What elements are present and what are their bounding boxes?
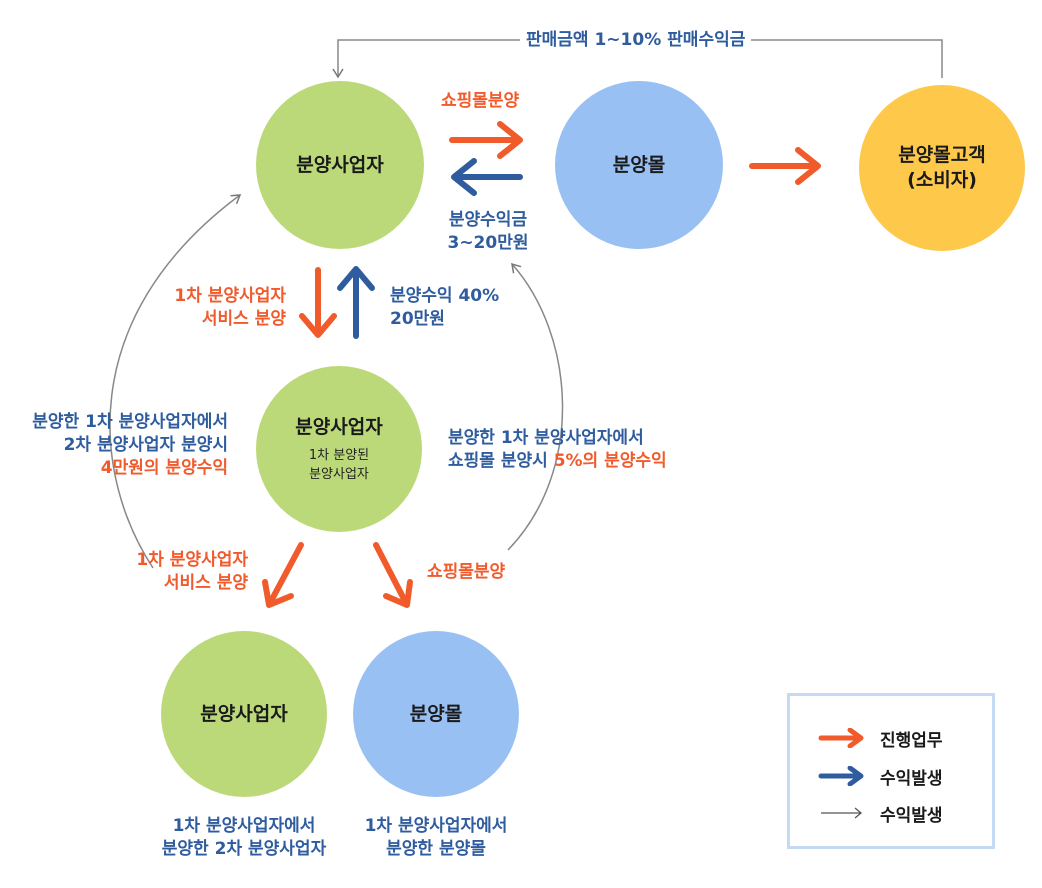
label-line: 1차 분양사업자 <box>136 550 248 570</box>
orange-arrow-business-to-mall <box>449 121 523 159</box>
mall-sale-label: 쇼핑몰분양 <box>441 91 520 111</box>
node-title: 분양사업자 <box>200 702 288 725</box>
node-bottom-mall: 분양몰 <box>353 631 519 797</box>
left-revenue-arc <box>109 194 242 569</box>
right-revenue-label: 분양한 1차 분양사업자에서 쇼핑몰 분양시 5%의 분양수익 <box>448 427 667 473</box>
node-bottom-business: 분양사업자 <box>161 631 327 797</box>
label-line: 분양수익 40% <box>390 286 500 306</box>
node-title: 분양사업자 <box>295 415 383 438</box>
orange-arrow-mall-to-customer <box>749 147 821 185</box>
legend-label: 수익발생 <box>880 768 943 789</box>
legend-label: 진행업무 <box>880 730 943 751</box>
bottom-mall-caption: 1차 분양사업자에서 분양한 분양몰 <box>336 815 536 861</box>
node-customer: 분양몰고객 (소비자) <box>859 85 1025 251</box>
label-line: 분양한 1차 분양사업자에서 <box>32 412 228 432</box>
mall-revenue-label: 분양수익금 3~20만원 <box>441 209 535 255</box>
label-line: 3~20만원 <box>447 233 529 253</box>
lower-mall-sale-label: 쇼핑몰분양 <box>427 562 506 582</box>
legend-item: 수익발생 <box>818 764 943 789</box>
label-line: 쇼핑몰 분양시 5%의 분양수익 <box>448 450 667 473</box>
legend-item: 수익발생 <box>818 801 943 826</box>
orange-arrow-to-bottom-business <box>262 542 304 608</box>
node-top-mall: 분양몰 <box>555 81 723 249</box>
label-line: 분양수익금 <box>448 210 528 230</box>
label-part: 쇼핑몰 분양시 <box>448 451 554 471</box>
blue-arrow-mall-to-business <box>451 158 523 196</box>
orange-arrow-down-service <box>299 267 337 338</box>
node-title: 분양몰 <box>409 702 463 725</box>
legend-label: 수익발생 <box>880 805 943 826</box>
orange-arrow-icon <box>818 728 864 748</box>
legend-item: 진행업무 <box>818 726 943 751</box>
legend-box: 진행업무 수익발생 수익발생 <box>787 693 995 849</box>
node-top-business: 분양사업자 <box>256 81 424 249</box>
label-line: 1차 분양사업자 <box>174 286 286 306</box>
label-line: 1차 분양사업자에서 <box>364 816 508 836</box>
lower-service-label: 1차 분양사업자 서비스 분양 <box>100 549 248 595</box>
right-revenue-arc <box>507 262 564 551</box>
left-revenue-label: 분양한 1차 분양사업자에서 2차 분양사업자 분양시 4만원의 분양수익 <box>0 411 228 480</box>
bottom-business-caption: 1차 분양사업자에서 분양한 2차 분양사업자 <box>134 815 354 861</box>
node-subtitle: (소비자) <box>907 169 977 191</box>
node-sub-line: 1차 분양된 <box>308 447 370 463</box>
label-part: 5%의 분양수익 <box>553 451 667 471</box>
blue-arrow-up-revenue <box>337 266 375 339</box>
thin-arrow-icon <box>821 807 863 819</box>
orange-arrow-to-bottom-mall <box>373 542 413 608</box>
node-subtitle: 1차 분양된 분양사업자 <box>309 446 369 484</box>
top-feedback-label: 판매금액 1~10% 판매수익금 <box>520 29 752 52</box>
label-line: 1차 분양사업자에서 <box>172 816 316 836</box>
label-line: 분양한 분양몰 <box>386 839 486 859</box>
node-sub-line: 분양사업자 <box>309 466 369 482</box>
blue-arrow-icon <box>818 766 864 786</box>
node-mid-business: 분양사업자 1차 분양된 분양사업자 <box>256 366 422 532</box>
node-title: 분양몰고객 <box>898 144 986 166</box>
node-title: 분양사업자 <box>296 153 384 176</box>
label-line: 4만원의 분양수익 <box>100 458 228 478</box>
service-label: 1차 분양사업자 서비스 분양 <box>140 285 286 331</box>
label-line: 20만원 <box>390 309 445 329</box>
label-line: 서비스 분양 <box>163 573 248 593</box>
node-title: 분양몰 <box>612 153 666 176</box>
label-line: 분양한 2차 분양사업자 <box>161 839 327 859</box>
label-line: 서비스 분양 <box>201 309 286 329</box>
label-line: 2차 분양사업자 분양시 <box>63 435 228 455</box>
label-line: 분양한 1차 분양사업자에서 <box>448 428 644 448</box>
revenue40-label: 분양수익 40% 20만원 <box>390 285 499 331</box>
